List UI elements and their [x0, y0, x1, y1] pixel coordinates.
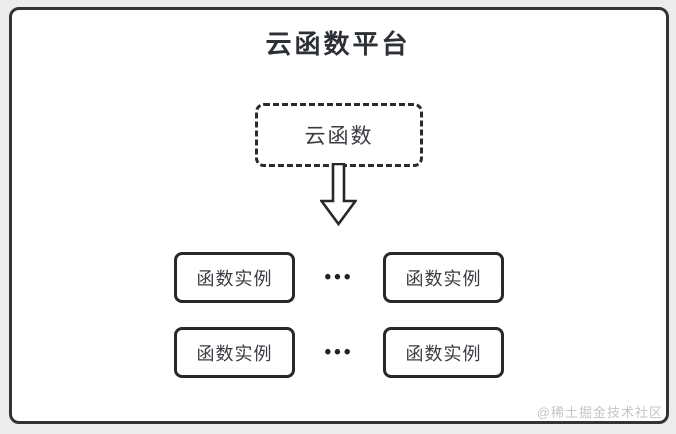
down-arrow-icon [320, 163, 357, 226]
diagram-title: 云函数平台 [265, 29, 411, 59]
watermark-text: @稀土掘金技术社区 [536, 405, 663, 420]
function-instance-label: 函数实例 [405, 343, 482, 364]
function-instance-node: 函数实例 [174, 327, 295, 378]
function-instance-node: 函数实例 [383, 252, 504, 303]
function-instance-label: 函数实例 [196, 343, 273, 364]
cloud-function-node: 云函数 [255, 103, 423, 167]
function-instance-label: 函数实例 [405, 268, 482, 289]
function-instance-node: 函数实例 [383, 327, 504, 378]
function-instance-label: 函数实例 [196, 268, 273, 289]
cloud-function-label: 云函数 [304, 125, 374, 148]
function-instance-node: 函数实例 [174, 252, 295, 303]
ellipsis-row-2: ••• [324, 341, 354, 363]
ellipsis-row-1: ••• [324, 266, 354, 288]
